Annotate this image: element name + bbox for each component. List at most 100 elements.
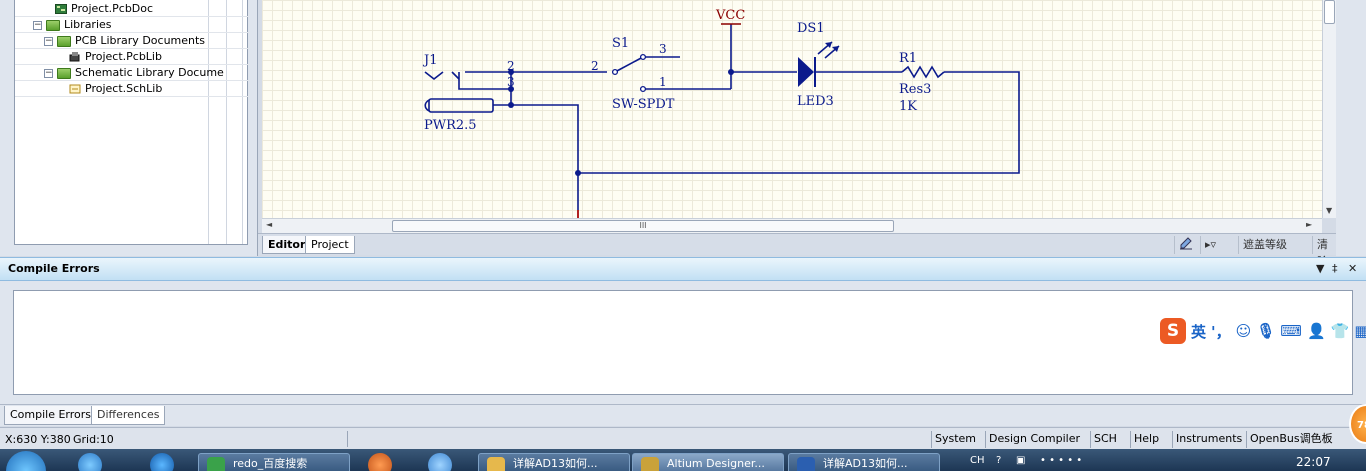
- s1-pin1-label: 1: [659, 75, 667, 89]
- tree-item-label: Libraries: [64, 18, 112, 31]
- tab-editor[interactable]: Editor: [262, 236, 312, 254]
- system-panel-button[interactable]: System: [931, 431, 979, 448]
- input-language-indicator[interactable]: CH: [970, 455, 985, 466]
- folder-icon: [57, 67, 71, 79]
- taskbar-item-browser[interactable]: redo_百度搜索: [198, 453, 350, 471]
- tab-project[interactable]: Project: [305, 236, 355, 254]
- tree-item-libraries[interactable]: − Libraries: [33, 17, 112, 33]
- tree-item-label: Project.SchLib: [85, 82, 163, 95]
- project-tree[interactable]: Project.PcbDoc − Libraries − PCB Library…: [14, 0, 249, 245]
- scroll-right-icon[interactable]: ►: [1306, 220, 1313, 229]
- instruments-panel-button[interactable]: Instruments: [1172, 431, 1245, 448]
- compile-errors-header: Compile Errors ▼ ‡ ✕: [0, 257, 1366, 281]
- tab-compile-errors[interactable]: Compile Errors: [4, 406, 98, 425]
- ime-language-toggle[interactable]: 英: [1191, 322, 1207, 341]
- panel-menu-icon[interactable]: ▼: [1316, 262, 1325, 275]
- taskbar-item-word[interactable]: 详解AD13如何...: [788, 453, 940, 471]
- filter-icon[interactable]: ▸▿: [1200, 236, 1220, 254]
- j1-comment[interactable]: PWR2.5: [424, 118, 477, 133]
- design-compiler-panel-button[interactable]: Design Compiler: [985, 431, 1083, 448]
- s1-switch-arm: [614, 56, 644, 73]
- toolbox-icon[interactable]: ▦: [1354, 322, 1366, 340]
- compile-errors-list[interactable]: [13, 290, 1353, 395]
- keyboard-icon[interactable]: ⌨: [1280, 322, 1302, 340]
- quick-launch-icon[interactable]: [150, 453, 174, 471]
- word-icon: [797, 457, 815, 471]
- tree-item-project-schlib[interactable]: Project.SchLib: [69, 81, 162, 97]
- r1-comment[interactable]: Res3: [899, 82, 931, 97]
- close-icon[interactable]: ✕: [1348, 262, 1358, 275]
- taskbar-item-label: 详解AD13如何...: [823, 457, 908, 470]
- help-tray-icon[interactable]: ?: [996, 455, 1002, 466]
- quick-launch-icon[interactable]: [368, 453, 392, 471]
- s1-pin3-label: 3: [659, 42, 667, 56]
- schematic-editor[interactable]: J1 PWR2.5 2 3 S1 2 3 1 SW-SPDT VCC DS1 L…: [262, 0, 1322, 218]
- editor-vertical-scrollbar[interactable]: ▼: [1322, 0, 1336, 218]
- vertical-scroll-thumb[interactable]: [1324, 0, 1335, 24]
- tree-item-label: Project.PcbDoc: [71, 2, 154, 15]
- horizontal-scroll-thumb[interactable]: III: [392, 220, 894, 232]
- quick-launch-icon[interactable]: [78, 453, 102, 471]
- s1-designator[interactable]: S1: [612, 36, 629, 51]
- start-button[interactable]: [6, 451, 46, 471]
- pcb-document-icon: [55, 4, 67, 14]
- j1-pin3-label: 3: [507, 75, 515, 89]
- tree-item-pcb-library-documents[interactable]: − PCB Library Documents: [44, 33, 205, 49]
- folder-icon: [46, 19, 60, 31]
- tree-item-project-pcblib[interactable]: Project.PcbLib: [69, 49, 162, 65]
- sogou-logo-icon[interactable]: S: [1160, 318, 1186, 344]
- s1-comment[interactable]: SW-SPDT: [612, 97, 675, 112]
- pin-icon[interactable]: ‡: [1332, 262, 1338, 275]
- taskbar-item-label: 详解AD13如何...: [513, 457, 598, 470]
- s1-pin2-label: 2: [591, 59, 599, 73]
- j1-jack-symbol: [424, 71, 444, 81]
- j1-designator[interactable]: J1: [422, 53, 437, 68]
- openbus-palette-button[interactable]: OpenBus调色板: [1246, 431, 1336, 448]
- help-panel-button[interactable]: Help: [1130, 431, 1162, 448]
- highlighter-icon[interactable]: [1174, 236, 1197, 254]
- scroll-left-icon[interactable]: ◄: [266, 220, 273, 229]
- collapse-icon[interactable]: −: [33, 19, 42, 30]
- ds1-designator[interactable]: DS1: [797, 21, 825, 36]
- projects-panel: Project.PcbDoc − Libraries − PCB Library…: [0, 0, 258, 256]
- sch-panel-button[interactable]: SCH: [1090, 431, 1120, 448]
- ds1-comment[interactable]: LED3: [797, 94, 834, 109]
- tree-item-schematic-library-documents[interactable]: − Schematic Library Docume: [44, 65, 224, 81]
- status-bar: X:630 Y:380 Grid:10 System Design Compil…: [0, 427, 1366, 449]
- tab-differences[interactable]: Differences: [91, 406, 166, 425]
- ds1-led-symbol: [798, 57, 814, 87]
- tray-icons[interactable]: • • • • •: [1040, 455, 1083, 466]
- r1-value[interactable]: 1K: [899, 99, 917, 114]
- ime-toolbar: S 英 '， ☺ 🎙 ⌨ 👤 👕 ▦: [1160, 318, 1366, 344]
- folder-icon: [57, 35, 71, 47]
- r1-designator[interactable]: R1: [899, 51, 917, 66]
- mask-level-button[interactable]: 遮盖等级: [1238, 236, 1291, 254]
- folder-icon: [487, 457, 505, 471]
- taskbar-item-label: redo_百度搜索: [233, 457, 308, 470]
- network-tray-icon[interactable]: ▣: [1016, 455, 1026, 466]
- cursor-coordinates: X:630 Y:380: [5, 433, 71, 446]
- taskbar-item-folder[interactable]: 详解AD13如何...: [478, 453, 630, 471]
- tree-item-project-pcbdoc[interactable]: Project.PcbDoc: [55, 1, 153, 17]
- j1-pin2-label: 2: [507, 59, 515, 73]
- skin-icon[interactable]: 👕: [1330, 322, 1350, 340]
- right-panel-edge: [1336, 0, 1366, 256]
- schematic-canvas[interactable]: J1 PWR2.5 2 3 S1 2 3 1 SW-SPDT VCC DS1 L…: [262, 0, 1322, 218]
- taskbar-item-altium[interactable]: Altium Designer...: [632, 453, 784, 471]
- editor-horizontal-scrollbar[interactable]: ◄ III ►: [262, 218, 1322, 233]
- collapse-icon[interactable]: −: [44, 67, 53, 78]
- compile-errors-title: Compile Errors: [8, 262, 100, 275]
- user-icon[interactable]: 👤: [1306, 322, 1326, 340]
- r1-resistor-symbol: [901, 65, 945, 79]
- quick-launch-icon[interactable]: [428, 453, 452, 471]
- vcc-power-port[interactable]: VCC: [715, 8, 745, 23]
- scroll-down-icon[interactable]: ▼: [1326, 206, 1333, 215]
- clear-button[interactable]: 清除: [1312, 236, 1336, 268]
- taskbar-clock[interactable]: 22:07: [1296, 455, 1331, 469]
- tree-item-label: Project.PcbLib: [85, 50, 162, 63]
- emoji-icon[interactable]: ☺: [1235, 322, 1252, 340]
- microphone-icon[interactable]: 🎙: [1256, 322, 1276, 340]
- j1-plug-body: [428, 98, 494, 113]
- collapse-icon[interactable]: −: [44, 35, 53, 46]
- ime-punctuation-toggle[interactable]: '，: [1211, 322, 1231, 341]
